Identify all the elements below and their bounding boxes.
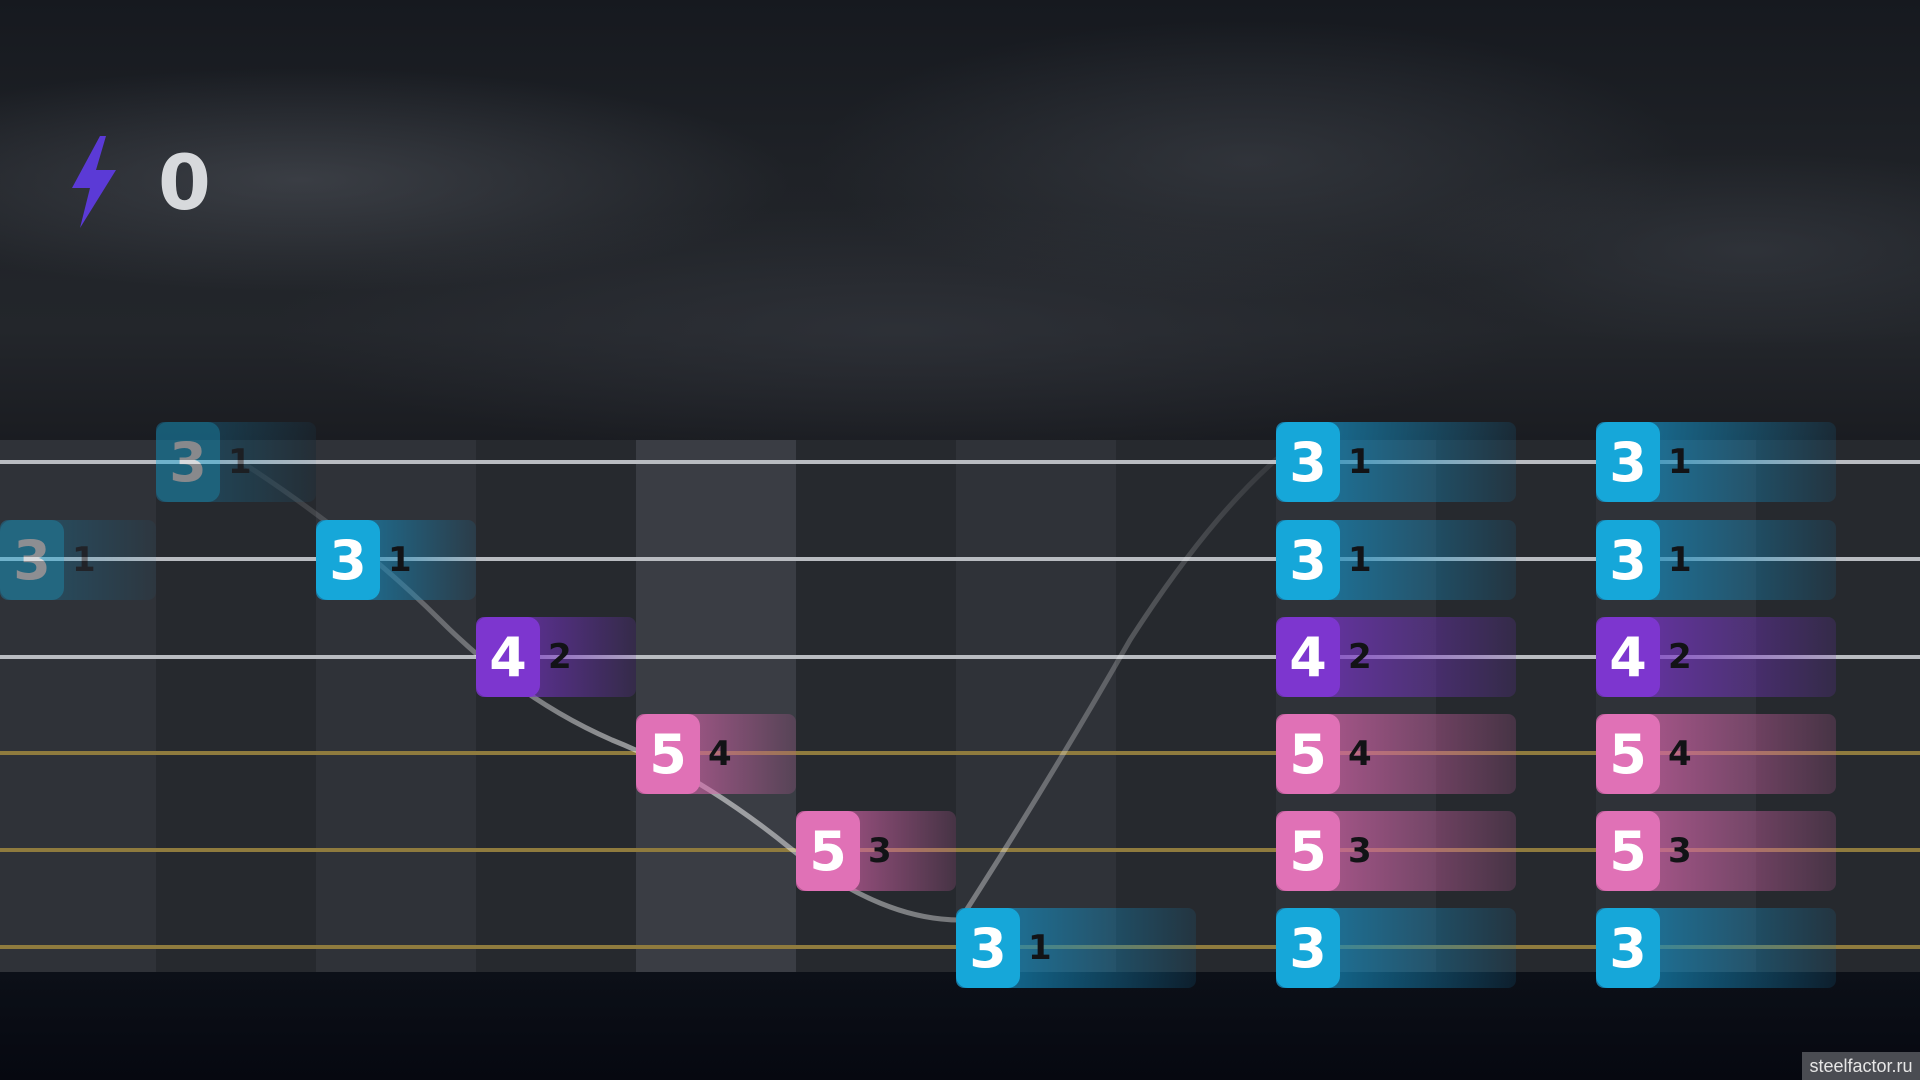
- note-finger-number: 4: [1668, 734, 1692, 774]
- note-fret-number: 5: [636, 714, 700, 794]
- note-fret-number: 3: [956, 908, 1020, 988]
- highway-column: [636, 440, 796, 972]
- highway-column: [796, 440, 956, 972]
- note-fret-number: 3: [1276, 422, 1340, 502]
- note-fret-number: 5: [1276, 714, 1340, 794]
- note-fret-number: 3: [156, 422, 220, 502]
- highway-column: [476, 440, 636, 972]
- note-finger-number: 3: [1348, 831, 1372, 871]
- note-fret-number: 3: [1596, 908, 1660, 988]
- note-fret-number: 4: [1596, 617, 1660, 697]
- note-finger-number: 4: [708, 734, 732, 774]
- note-fret-number: 3: [1596, 520, 1660, 600]
- lightning-bolt-icon: [72, 136, 116, 228]
- note-finger-number: 1: [72, 540, 96, 580]
- highway-column: [0, 440, 156, 972]
- note-finger-number: 1: [1348, 540, 1372, 580]
- note-finger-number: 1: [1028, 928, 1052, 968]
- note-finger-number: 2: [1348, 637, 1372, 677]
- note-finger-number: 4: [1348, 734, 1372, 774]
- note-fret-number: 3: [1276, 520, 1340, 600]
- note-gem: 3: [1276, 908, 1516, 988]
- note-finger-number: 1: [228, 442, 252, 482]
- floor-background: [0, 972, 1920, 1080]
- note-finger-number: 2: [1668, 637, 1692, 677]
- note-sustain-trail: [0, 520, 156, 600]
- note-finger-number: 3: [1668, 831, 1692, 871]
- note-sustain-trail: [156, 422, 316, 502]
- note-finger-number: 3: [868, 831, 892, 871]
- note-fret-number: 4: [476, 617, 540, 697]
- watermark: steelfactor.ru: [1802, 1052, 1920, 1080]
- highway-column: [156, 440, 316, 972]
- note-finger-number: 1: [1668, 442, 1692, 482]
- score-value: 0: [158, 137, 211, 227]
- note-finger-number: 1: [1668, 540, 1692, 580]
- note-fret-number: 5: [1276, 811, 1340, 891]
- sky-background: [0, 0, 1920, 440]
- score-hud: 0: [66, 132, 211, 232]
- highway-column: [956, 440, 1116, 972]
- note-fret-number: 3: [316, 520, 380, 600]
- highway-column: [1116, 440, 1276, 972]
- note-fret-number: 5: [1596, 811, 1660, 891]
- note-fret-number: 4: [1276, 617, 1340, 697]
- note-fret-number: 5: [1596, 714, 1660, 794]
- note-finger-number: 2: [548, 637, 572, 677]
- note-finger-number: 1: [388, 540, 412, 580]
- note-fret-number: 5: [796, 811, 860, 891]
- note-fret-number: 3: [1596, 422, 1660, 502]
- note-finger-number: 1: [1348, 442, 1372, 482]
- note-fret-number: 3: [1276, 908, 1340, 988]
- note-fret-number: 3: [0, 520, 64, 600]
- note-gem: 3: [1596, 908, 1836, 988]
